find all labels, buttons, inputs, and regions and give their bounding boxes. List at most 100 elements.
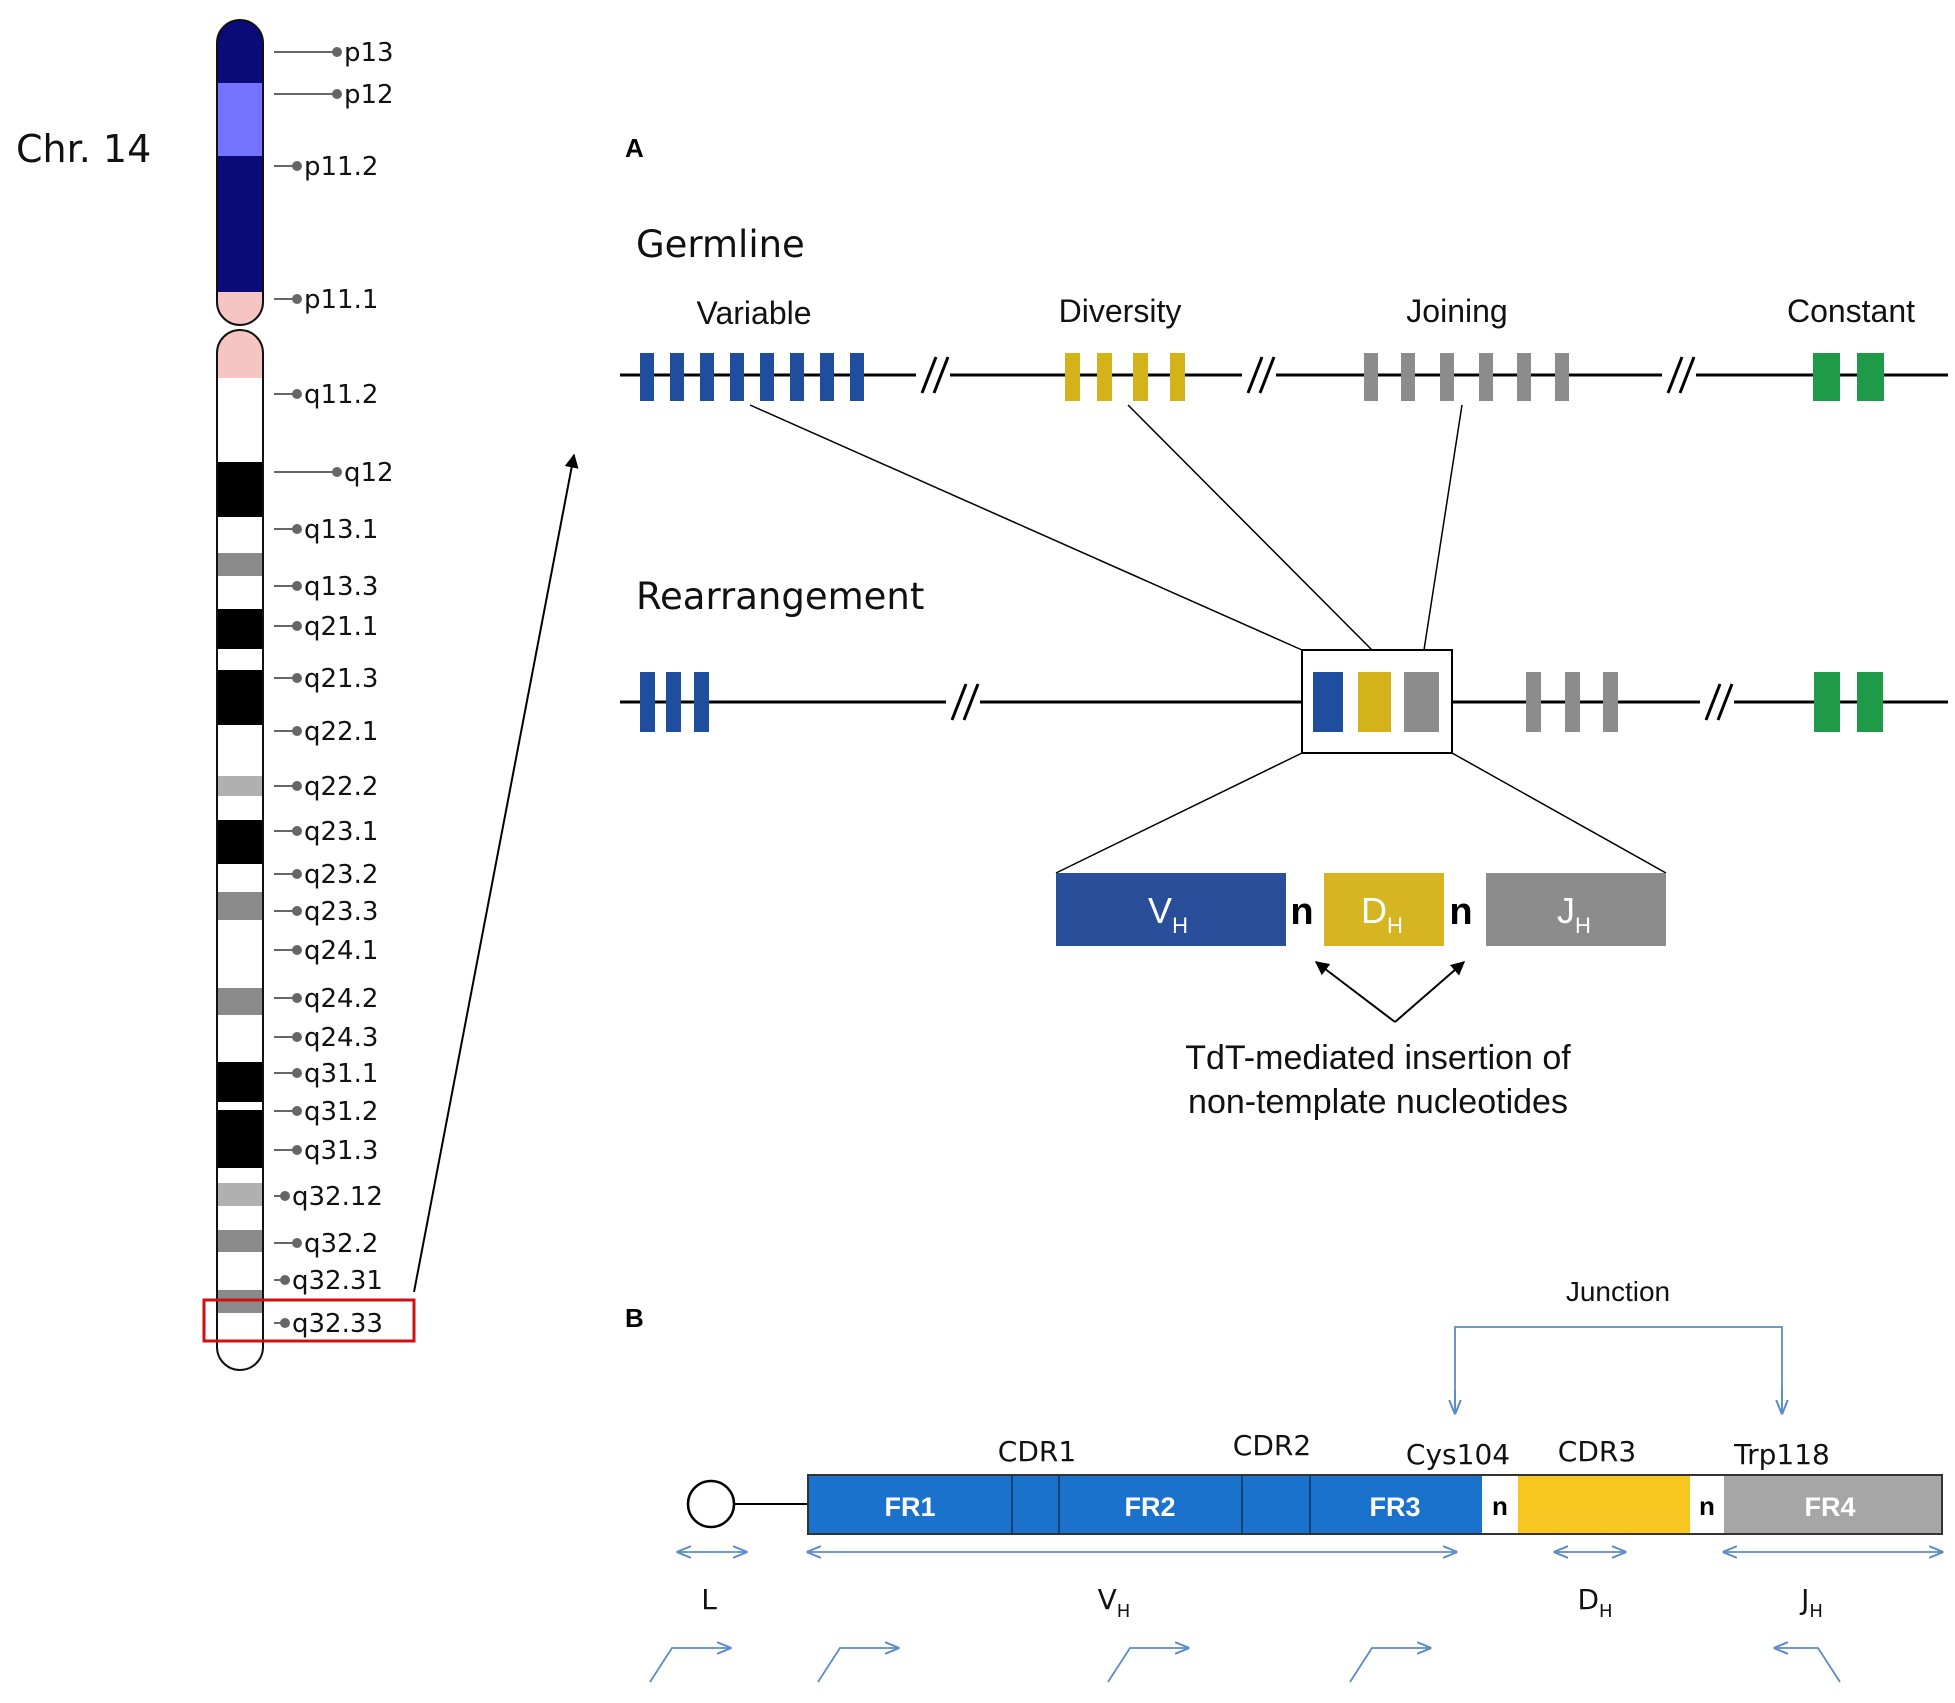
band-name: q23.3 <box>304 897 378 927</box>
band-label-q32.33: q32.33 <box>274 1309 383 1339</box>
variable-segment <box>640 672 655 732</box>
highlight-box-q32.33 <box>202 1298 416 1343</box>
cys104-label: Cys104 <box>1406 1438 1510 1471</box>
band-name: p11.1 <box>304 285 378 315</box>
variable-segment <box>670 353 684 401</box>
band-label-q24.3: q24.3 <box>274 1023 378 1053</box>
panel-a: A Germline Rearrangement Variable Divers… <box>620 133 1948 1121</box>
vh-span-label: VH <box>1098 1583 1131 1622</box>
tdt-arrow-right <box>1394 961 1466 1023</box>
primer-jh-reverse <box>1775 1648 1841 1683</box>
diversity-segment <box>1097 353 1112 401</box>
fr3-label: FR3 <box>1369 1492 1420 1522</box>
n-insert-2: n <box>1449 891 1472 933</box>
band-label-q22.2: q22.2 <box>274 772 378 802</box>
band-q31.3 <box>217 1110 263 1168</box>
jh-box <box>1486 873 1666 946</box>
trp118-label: Trp118 <box>1733 1438 1830 1471</box>
constant-segment <box>1857 353 1884 401</box>
band-label-q11.2: q11.2 <box>274 380 378 410</box>
panel-b: B Junction CDR1 CDR2 Cys104 CDR3 Trp118 … <box>625 1276 1942 1683</box>
q-arm <box>217 330 263 1370</box>
germline-break-marks <box>916 356 1696 394</box>
germline-label: Germline <box>636 223 805 266</box>
band-label-p12: p12 <box>274 80 394 110</box>
band-name: p12 <box>344 80 394 110</box>
junction-label: Junction <box>1566 1276 1670 1307</box>
band-label-q31.3: q31.3 <box>274 1136 378 1166</box>
band-q31.1 <box>217 1062 263 1102</box>
n-label-1: n <box>1492 1491 1508 1521</box>
germline-break-3 <box>1662 356 1696 394</box>
p12-band <box>217 83 263 156</box>
diversity-label: Diversity <box>1059 293 1182 329</box>
diversity-segment <box>1065 353 1080 401</box>
band-label-q21.1: q21.1 <box>274 612 378 642</box>
band-q23.3 <box>217 892 263 920</box>
centromere-q <box>217 330 263 378</box>
band-name: q23.2 <box>304 860 378 890</box>
primer-fr3-forward <box>1349 1648 1430 1683</box>
joined-d-segment <box>1358 672 1391 732</box>
zoom-line-right <box>1451 752 1667 874</box>
p-arm-dark-band <box>217 20 263 325</box>
band-q22.2 <box>217 776 263 796</box>
fr4-region <box>1724 1475 1942 1534</box>
band-label-q13.3: q13.3 <box>274 572 378 602</box>
band-label-q24.1: q24.1 <box>274 936 378 966</box>
variable-segment <box>790 353 804 401</box>
band-name: q11.2 <box>304 380 378 410</box>
band-q12 <box>217 462 263 517</box>
diversity-segment <box>1170 353 1185 401</box>
connector-joining <box>1423 404 1463 651</box>
joining-segment <box>1479 353 1493 401</box>
tdt-arrow-left <box>1314 961 1396 1023</box>
band-q21.1 <box>217 609 263 649</box>
dh-span-label: DH <box>1577 1583 1612 1622</box>
variable-segment <box>640 353 654 401</box>
variable-segment <box>850 353 864 401</box>
band-q32.12 <box>217 1183 263 1206</box>
band-name: q13.3 <box>304 572 378 602</box>
n-label-2: n <box>1699 1491 1715 1521</box>
rearranged-break-2 <box>1700 683 1734 721</box>
band-name: p11.2 <box>304 152 378 182</box>
joining-segment <box>1401 353 1415 401</box>
band-label-q31.1: q31.1 <box>274 1059 378 1089</box>
cdr3-label: CDR3 <box>1558 1435 1636 1468</box>
band-name: q32.12 <box>292 1182 383 1212</box>
joining-segment <box>1364 353 1378 401</box>
variable-segment <box>760 353 774 401</box>
cdr3-region <box>1518 1475 1690 1534</box>
fr1-label: FR1 <box>884 1492 935 1522</box>
variable-segment <box>730 353 744 401</box>
centromere-p <box>217 292 263 325</box>
band-name: q24.1 <box>304 936 378 966</box>
band-name: q22.1 <box>304 717 378 747</box>
primer-fr2-forward <box>1107 1648 1188 1683</box>
rearranged-break-marks <box>946 683 1734 721</box>
band-label-q23.3: q23.3 <box>274 897 378 927</box>
vh-box <box>1056 873 1286 946</box>
primer-fr1-forward <box>817 1648 898 1683</box>
band-name: q31.1 <box>304 1059 378 1089</box>
band-q24.2 <box>217 988 263 1015</box>
band-name: q32.33 <box>292 1309 383 1339</box>
rearranged-break-1 <box>946 683 980 721</box>
band-name: q13.1 <box>304 515 378 545</box>
variable-segment <box>694 672 709 732</box>
rearrangement-label: Rearrangement <box>636 575 924 618</box>
leader-span-label: L <box>701 1583 717 1616</box>
joining-segment <box>1555 353 1569 401</box>
leader-circle <box>686 1479 736 1529</box>
band-label-q13.1: q13.1 <box>274 515 378 545</box>
tdt-note-line1: TdT-mediated insertion of <box>1185 1039 1571 1077</box>
constant-segment <box>1814 672 1840 732</box>
cdr1-label: CDR1 <box>998 1435 1076 1468</box>
connector-diversity <box>1127 404 1373 651</box>
jh-span-label: JH <box>1799 1583 1823 1622</box>
joining-segment <box>1526 672 1541 732</box>
diversity-segment <box>1133 353 1148 401</box>
